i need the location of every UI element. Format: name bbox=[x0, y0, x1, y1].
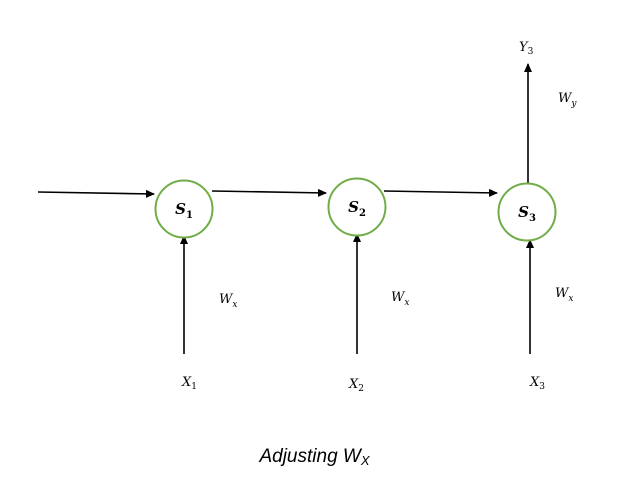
incoming-state-arrow bbox=[37, 189, 155, 198]
input-x2-subscript: 2 bbox=[358, 384, 364, 394]
input-weight-2-subscript: x bbox=[404, 298, 409, 308]
output-weight-label: Wy bbox=[558, 91, 577, 109]
input-label-x1: X1 bbox=[181, 375, 197, 392]
input-weight-3-subscript: x bbox=[568, 294, 573, 304]
input-weight-label-2: Wx bbox=[391, 290, 409, 308]
output-y3-subscript: 3 bbox=[528, 47, 534, 57]
input-weight-1-subscript: x bbox=[232, 300, 237, 310]
input-x1-label: X bbox=[181, 375, 192, 390]
output-label-y3: Y3 bbox=[519, 40, 534, 57]
svg-text:S1: S1 bbox=[175, 200, 193, 221]
input-label-x3: X3 bbox=[529, 375, 545, 392]
rnn-diagram: S1 S2 S3 Y3 Wy Wx Wx Wx X1 X2 X3 bbox=[37, 40, 577, 394]
diagram-caption: Adjusting WX bbox=[0, 446, 629, 468]
svg-text:S2: S2 bbox=[348, 198, 366, 219]
node-s1-subscript: 1 bbox=[186, 210, 193, 221]
state-arrow-s1-s2 bbox=[211, 188, 327, 197]
input-weight-2-symbol: W bbox=[391, 290, 406, 305]
node-s3: S3 bbox=[497, 182, 557, 242]
caption-text: Adjusting W bbox=[259, 446, 361, 467]
input-x3-label: X bbox=[529, 375, 540, 390]
input-x3-subscript: 3 bbox=[539, 382, 545, 392]
node-s3-label: S bbox=[518, 203, 529, 221]
node-s2-subscript: 2 bbox=[359, 208, 366, 219]
output-weight-symbol: W bbox=[558, 91, 573, 106]
input-weight-label-3: Wx bbox=[555, 286, 573, 304]
input-label-x2: X2 bbox=[348, 377, 364, 394]
node-s1: S1 bbox=[154, 179, 214, 239]
input-x2-label: X bbox=[348, 377, 359, 392]
output-weight-subscript: y bbox=[570, 99, 577, 109]
caption-subscript: X bbox=[360, 453, 370, 468]
node-s1-label: S bbox=[175, 200, 186, 218]
node-s3-subscript: 3 bbox=[529, 213, 536, 224]
input-weight-label-1: Wx bbox=[219, 292, 237, 310]
input-weight-3-symbol: W bbox=[555, 286, 570, 301]
output-y3-label: Y bbox=[519, 40, 529, 55]
input-x1-subscript: 1 bbox=[191, 382, 197, 392]
node-s2-label: S bbox=[348, 198, 359, 216]
input-weight-1-symbol: W bbox=[219, 292, 234, 307]
svg-text:S3: S3 bbox=[518, 203, 536, 224]
node-s2: S2 bbox=[327, 177, 387, 237]
state-arrow-s2-s3 bbox=[383, 188, 498, 197]
